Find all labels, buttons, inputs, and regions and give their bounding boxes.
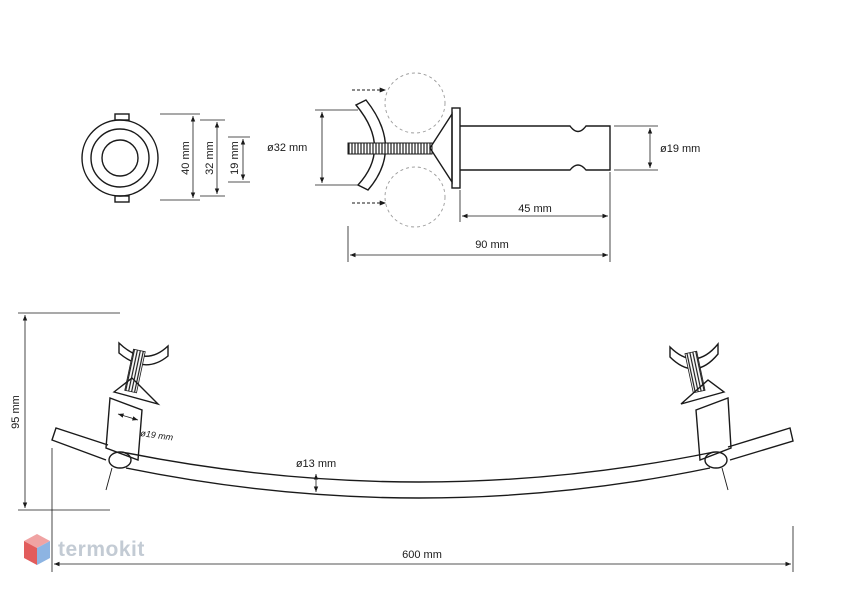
cube-logo-icon (24, 534, 50, 565)
dim-width: 600 mm (402, 549, 442, 561)
dim-bracket-diameter: ø19 mm (140, 428, 175, 443)
brand-logo: termokit (22, 532, 145, 568)
dim-pin-diameter: ø19 mm (660, 143, 700, 155)
dim-clamp-diameter: ø32 mm (267, 142, 307, 154)
front-view: 40 mm 32 mm 19 mm (81, 113, 250, 203)
side-view: ø32 mm ø19 mm 45 mm 90 mm (267, 72, 700, 262)
dim-front-outer: 40 mm (180, 141, 192, 175)
dim-front-inner: 19 mm (229, 141, 241, 175)
dim-rail-diameter: ø13 mm (296, 458, 336, 470)
assembly-view: ø19 mm ø13 mm 95 mm 600 mm (10, 312, 794, 572)
dim-pin-length: 45 mm (518, 203, 552, 215)
dim-front-mid: 32 mm (204, 141, 216, 175)
dim-height: 95 mm (10, 395, 22, 429)
dim-total-length: 90 mm (475, 239, 509, 251)
brand-name: termokit (58, 538, 145, 561)
